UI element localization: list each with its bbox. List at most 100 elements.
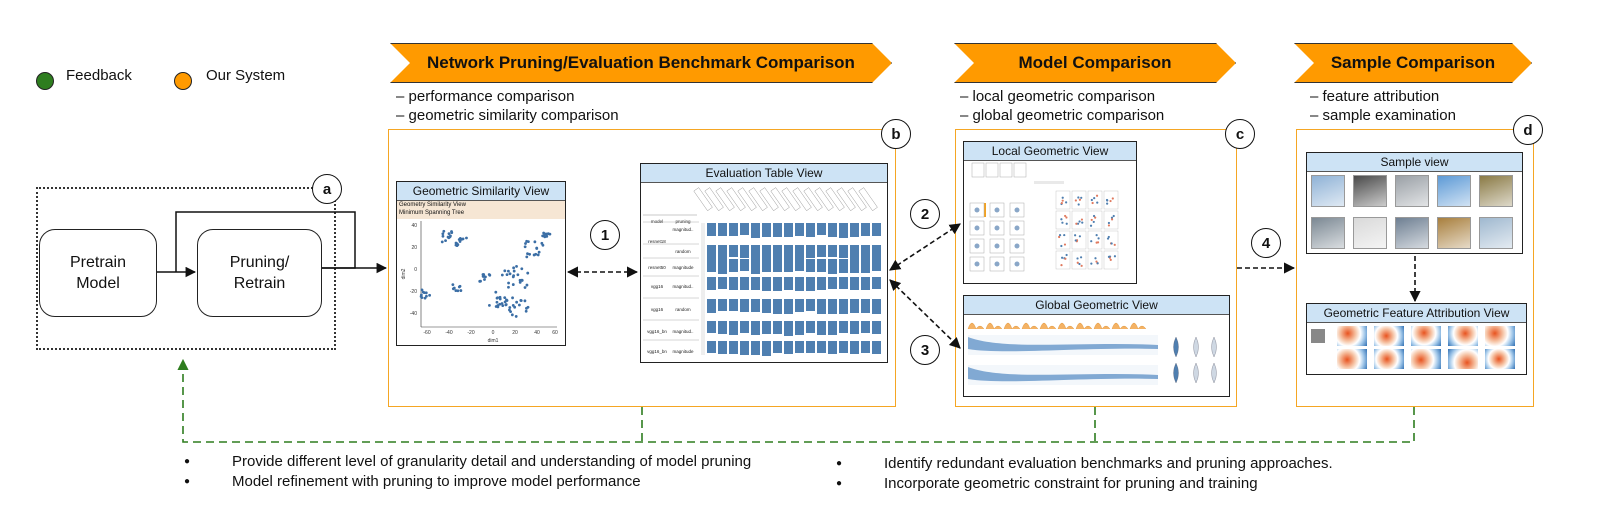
pruning-label-line: Retrain (233, 275, 286, 292)
model-bullet: – global geometric comparison (960, 107, 1165, 124)
attribution-heatmap[interactable] (1448, 326, 1478, 346)
table-cell-glyph (828, 341, 837, 354)
attribution-heatmap[interactable] (1337, 326, 1367, 346)
table-cell-glyph (795, 259, 804, 271)
table-cell-glyph (707, 259, 716, 272)
benchmark-column-header (781, 187, 801, 211)
benchmark-column-header (858, 187, 878, 211)
table-cell-glyph (740, 223, 749, 235)
local-geo-pair-dot (1094, 216, 1097, 219)
scatter-point (515, 300, 519, 304)
local-geo-pair-dot (1078, 262, 1081, 266)
local-geo-pair-plot (1071, 250, 1087, 270)
evaluation-table[interactable]: model pruning resnet18 magnitud.. random… (641, 183, 887, 363)
local-geometric-plot[interactable] (964, 161, 1136, 284)
sample-thumbnail[interactable] (1353, 175, 1387, 207)
y-axis-label: dim2 (401, 268, 407, 279)
local-geo-pair-dot (1058, 234, 1062, 237)
attribution-heatmap[interactable] (1411, 326, 1441, 346)
sample-thumbnail[interactable] (1395, 175, 1429, 207)
scatter-point (442, 229, 446, 233)
local-geo-pair-dot (1107, 224, 1111, 227)
table-cell-glyph (751, 223, 760, 238)
attribution-heatmap[interactable] (1374, 349, 1404, 369)
attribution-heatmap[interactable] (1485, 326, 1515, 346)
table-cell-glyph (839, 259, 848, 273)
global-geometric-view-title: Global Geometric View (964, 296, 1229, 315)
table-cell-glyph (729, 321, 738, 335)
attribution-heatmap[interactable] (1411, 349, 1441, 369)
sample-thumbnail[interactable] (1311, 217, 1345, 249)
local-geo-pair-dot (1096, 241, 1100, 244)
scatter-point (511, 296, 514, 300)
scatter-point (525, 306, 528, 310)
local-geo-pair-dot (1065, 222, 1068, 225)
scatter-point (506, 269, 510, 273)
scatter-point (525, 239, 529, 243)
local-geo-pair-dot (1061, 221, 1064, 224)
local-geo-pair-dot (1064, 214, 1067, 218)
footer-item: Model refinement with pruning to improve… (184, 472, 751, 492)
y-tick: 20 (411, 245, 417, 251)
pruning-retrain-node: Pruning/Retrain (197, 229, 322, 317)
table-col-header-pruning: pruning (675, 219, 691, 224)
table-cell-glyph (795, 245, 804, 259)
sample-thumbnail[interactable] (1437, 217, 1471, 249)
sample-thumbnail[interactable] (1395, 217, 1429, 249)
table-cell-glyph (828, 245, 837, 257)
sample-thumbnail[interactable] (1311, 175, 1345, 207)
x-tick: -60 (423, 330, 430, 336)
sample-thumbnail[interactable] (1479, 217, 1513, 249)
pretrain-label-line: Pretrain (69, 254, 127, 271)
x-tick: 60 (552, 330, 558, 336)
table-cell-glyph (861, 299, 870, 313)
local-geo-pair-dot (1060, 218, 1063, 221)
table-cell-glyph (740, 341, 749, 355)
local-geometric-view-title: Local Geometric View (964, 142, 1136, 161)
table-cell-glyph (872, 341, 881, 354)
benchmark-column-header (726, 187, 746, 211)
sample-badge: d (1513, 115, 1543, 145)
scatter-plot[interactable]: 40 20 0 -20 -40 -60 -40 -20 0 20 40 60 d… (397, 219, 565, 345)
table-row-pruning: magnitud.. (672, 329, 693, 334)
scatter-point (544, 232, 548, 236)
scatter-point (512, 266, 516, 270)
local-geo-pair-dot (1111, 197, 1114, 200)
global-geometric-plot[interactable] (964, 315, 1229, 397)
scatter-point (512, 274, 516, 278)
attribution-heatmap[interactable] (1448, 349, 1478, 369)
table-cell-glyph (718, 321, 727, 334)
global-geo-density (1129, 322, 1147, 330)
sample-thumbnail[interactable] (1479, 175, 1513, 207)
table-cell-glyph (839, 245, 848, 258)
attribution-heatmap[interactable] (1485, 349, 1515, 369)
attribution-heatmap[interactable] (1374, 326, 1404, 346)
scatter-point (515, 264, 518, 268)
global-geo-density (967, 322, 985, 330)
sample-thumbnail[interactable] (1437, 175, 1471, 207)
table-cell-glyph (707, 299, 716, 313)
table-cell-glyph (762, 341, 771, 356)
sample-thumbnail[interactable] (1353, 217, 1387, 249)
table-cell-glyph (806, 259, 815, 272)
spanning-tree-toggle[interactable]: Minimum Spanning Tree (399, 210, 465, 216)
x-tick: -20 (467, 330, 474, 336)
table-cell-glyph (817, 321, 826, 335)
table-cell-glyph (773, 277, 782, 291)
scatter-point (456, 289, 460, 293)
table-cell-glyph (850, 341, 859, 354)
local-geo-pair-dot (1093, 197, 1096, 200)
local-geo-pair-dot (1079, 256, 1083, 259)
scatter-point (524, 309, 528, 313)
footer-right-list: Identify redundant evaluation benchmarks… (836, 454, 1333, 494)
table-row-model: vgg16_bn (647, 329, 667, 334)
benchmark-bullets: – performance comparison – geometric sim… (396, 87, 619, 125)
local-geo-pair-dot (1080, 196, 1083, 199)
table-cell-glyph (762, 321, 771, 334)
table-cell-glyph (729, 341, 738, 354)
table-cell-glyph (784, 299, 793, 314)
attribution-heatmap[interactable] (1337, 349, 1367, 369)
table-cell-glyph (828, 277, 837, 289)
table-cell-glyph (828, 321, 837, 335)
scatter-point (537, 250, 541, 254)
